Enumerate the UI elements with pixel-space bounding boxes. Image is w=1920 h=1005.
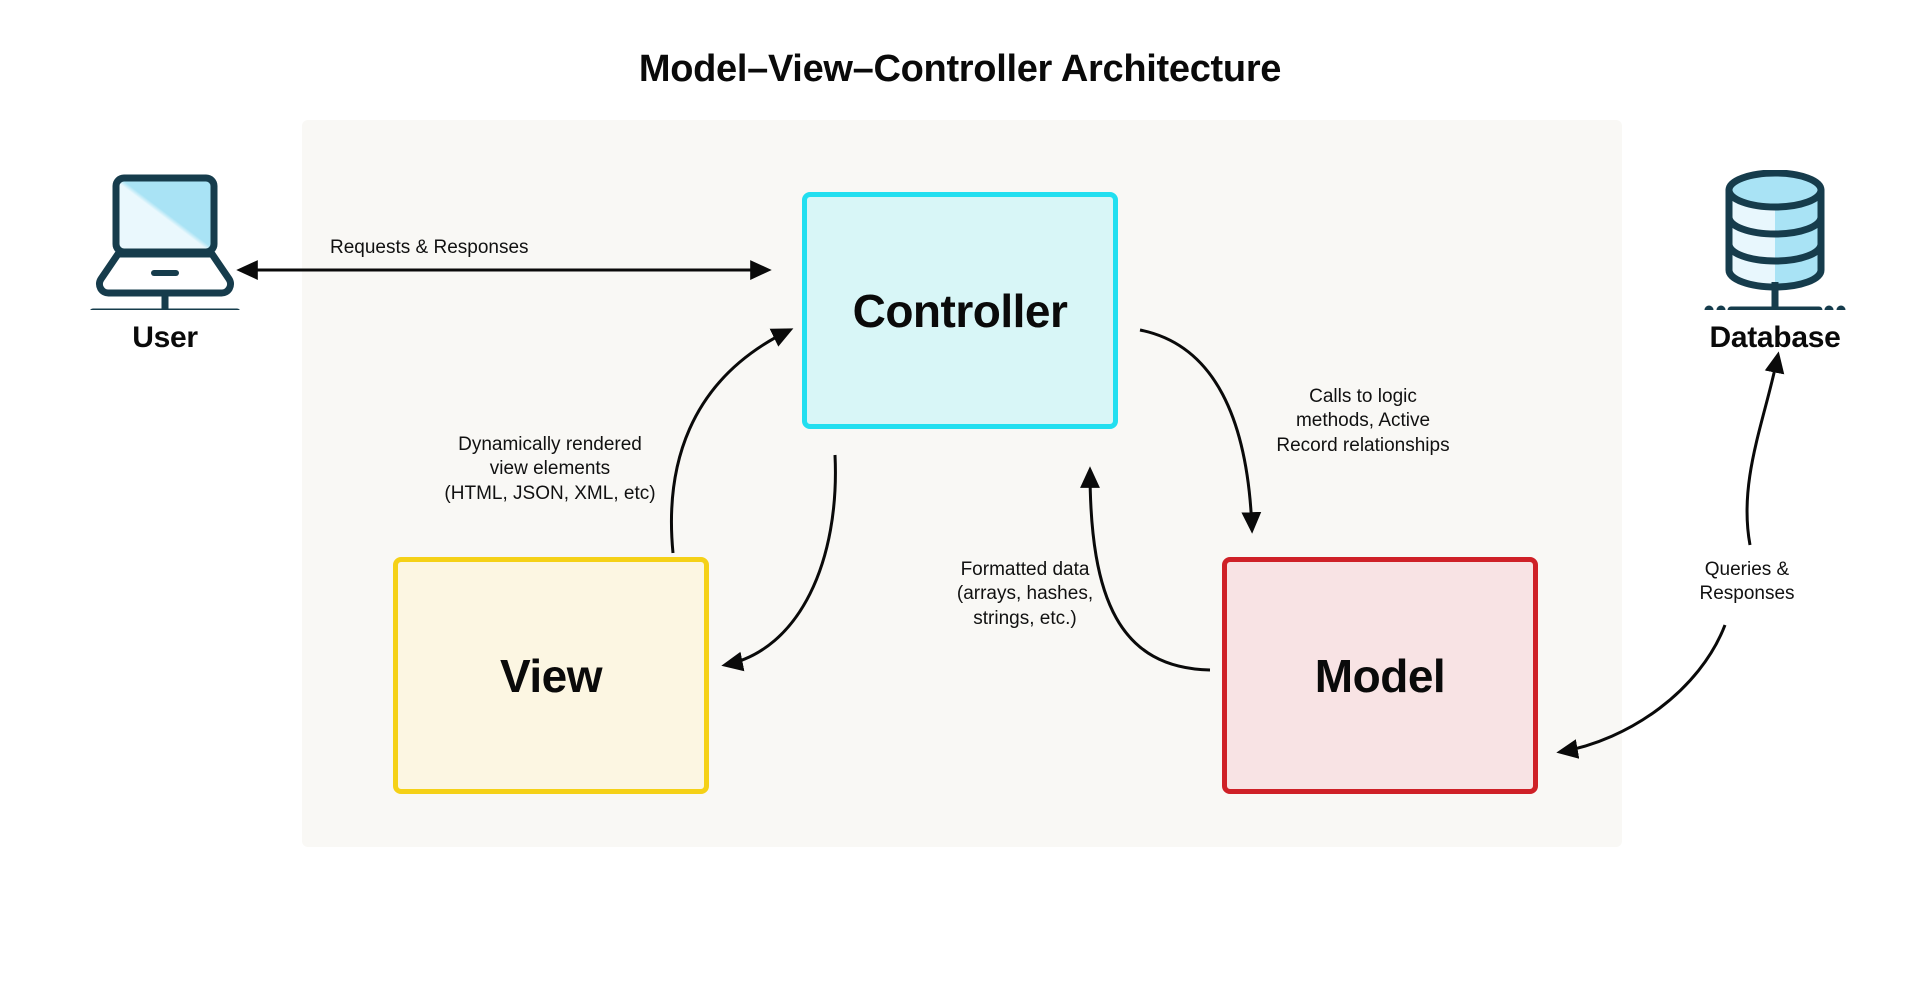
edge-label-calls-to-logic: Calls to logic methods, Active Record re… xyxy=(1248,385,1478,458)
edge-label-line: Responses xyxy=(1699,583,1795,605)
edge-label-line: methods, Active xyxy=(1295,410,1431,432)
node-view[interactable]: View xyxy=(393,557,709,794)
laptop-icon xyxy=(89,174,241,316)
edge-model-database-upper xyxy=(1745,351,1785,546)
edge-label-formatted-data: Formatted data (arrays, hashes, strings,… xyxy=(920,558,1130,631)
node-model-label: Model xyxy=(1314,649,1446,702)
node-model[interactable]: Model xyxy=(1222,557,1538,794)
edge-label-dynamically-rendered: Dynamically rendered view elements (HTML… xyxy=(400,433,700,506)
edge-label-line: Dynamically rendered xyxy=(458,434,642,455)
database-cylinder-icon xyxy=(1704,169,1846,315)
node-controller-label: Controller xyxy=(852,284,1068,337)
endpoint-user-label: User xyxy=(132,321,198,354)
endpoint-database-label: Database xyxy=(1709,321,1841,354)
endpoint-user: User xyxy=(40,170,290,355)
edge-label-line: (HTML, JSON, XML, etc) xyxy=(444,482,656,504)
node-view-label: View xyxy=(500,649,603,702)
edge-label-line: strings, etc.) xyxy=(973,607,1077,629)
edge-label-line: Formatted data xyxy=(960,559,1090,580)
edge-label-line: Queries & xyxy=(1704,559,1790,580)
page-title: Model–View–Controller Architecture xyxy=(638,48,1282,90)
edge-label-queries-responses: Queries & Responses xyxy=(1662,558,1832,607)
node-controller[interactable]: Controller xyxy=(802,192,1118,429)
edge-label-line: (arrays, hashes, xyxy=(956,583,1094,605)
edge-label-line: Record relationships xyxy=(1276,434,1450,456)
edge-label-line: view elements xyxy=(489,458,611,480)
edge-label-line: Calls to logic xyxy=(1309,386,1417,407)
endpoint-database: Database xyxy=(1650,169,1900,355)
edge-label-line: Requests & Responses xyxy=(330,237,529,258)
edge-label-requests-responses: Requests & Responses xyxy=(330,236,610,260)
